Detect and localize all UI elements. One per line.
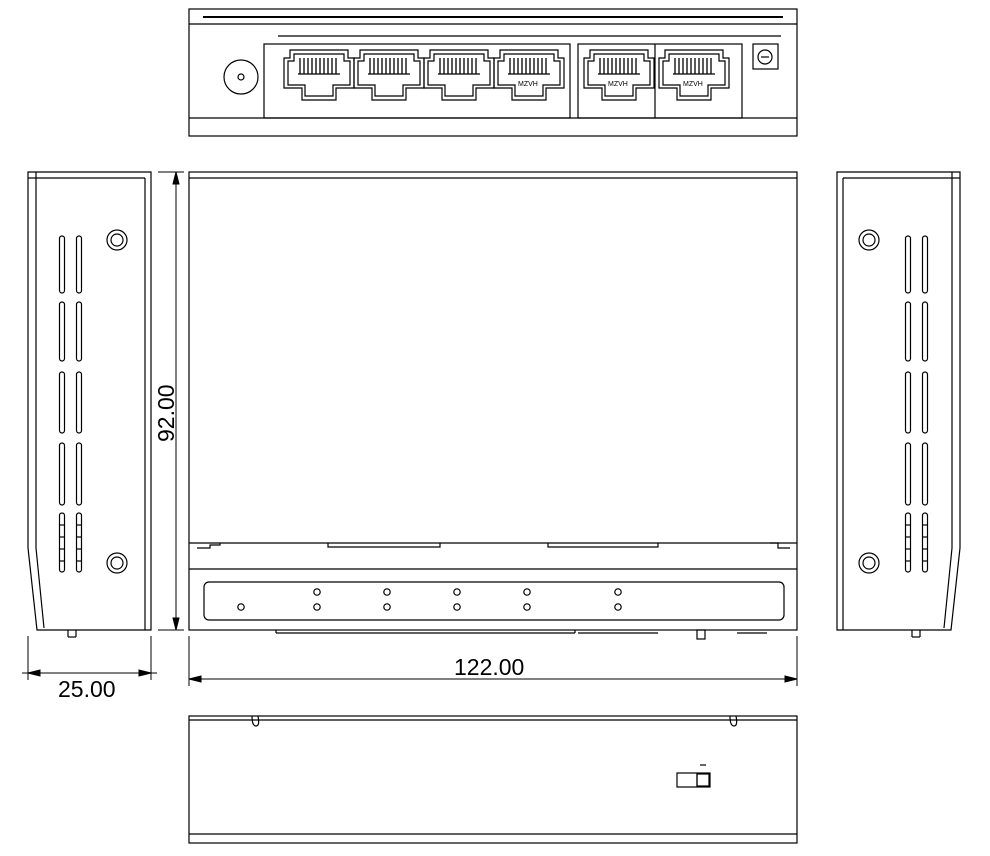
mdix-label: MZVH <box>608 81 628 88</box>
right-side-view <box>836 171 961 638</box>
link-led-icon <box>383 588 391 596</box>
vent-slot <box>58 235 66 294</box>
rear-panel-outline <box>188 8 798 137</box>
mdix-label: MZVH <box>518 81 538 88</box>
power-switch-icon <box>676 772 711 788</box>
right-screw-bottom-icon <box>858 552 880 574</box>
left-vent-slots <box>58 235 83 573</box>
link-led-icon <box>453 588 461 596</box>
vent-slot <box>921 512 929 573</box>
height-dimension-label: 25.00 <box>58 676 116 702</box>
top-cover-outline <box>188 171 798 631</box>
vent-slot <box>921 371 929 434</box>
right-vent-slots <box>904 235 929 573</box>
activity-led-icon <box>313 603 321 611</box>
vent-slot <box>75 371 83 434</box>
vent-slot <box>58 371 66 434</box>
vent-slot <box>75 512 83 573</box>
vent-slot <box>921 442 929 506</box>
vent-slot <box>904 442 912 506</box>
link-led-icon <box>614 588 622 596</box>
bottom-view <box>188 715 798 844</box>
port-group-b-frame <box>577 43 743 119</box>
vent-slot <box>75 235 83 294</box>
power-led-icon <box>237 603 245 611</box>
link-led-icon <box>313 588 321 596</box>
bottom-view-outline <box>188 715 798 844</box>
power-jack-icon <box>223 59 259 95</box>
dimension-lines <box>22 171 798 686</box>
activity-led-icon <box>523 603 531 611</box>
rj45-port-b-1: MZVH <box>583 49 655 101</box>
rj45-port-a-4: MZVH <box>493 49 565 101</box>
vent-slot <box>904 512 912 573</box>
vent-slot <box>58 512 66 573</box>
vent-slot <box>58 442 66 506</box>
rj45-port-a-1 <box>283 49 355 101</box>
left-screw-top-icon <box>106 229 128 251</box>
activity-led-icon <box>453 603 461 611</box>
front-latch-icon <box>696 629 706 640</box>
link-led-icon <box>523 588 531 596</box>
rj45-port-b-2: MZVH <box>658 49 730 101</box>
main-top-view <box>188 171 798 640</box>
vent-slot <box>921 235 929 294</box>
right-screw-top-icon <box>858 229 880 251</box>
vent-slot <box>75 301 83 362</box>
left-screw-bottom-icon <box>106 552 128 574</box>
rj45-port-a-2 <box>353 49 425 101</box>
width-dimension-label: 122.00 <box>454 654 524 680</box>
left-side-view <box>27 171 152 638</box>
activity-led-icon <box>614 603 622 611</box>
rj45-port-a-3 <box>423 49 495 101</box>
rear-panel-view: MZVH MZVH MZVH <box>188 8 798 137</box>
depth-dimension-label: 92.00 <box>153 384 179 442</box>
vent-slot <box>921 301 929 362</box>
vent-slot <box>904 301 912 362</box>
activity-led-icon <box>383 603 391 611</box>
vent-slot <box>904 371 912 434</box>
port-led-pairs <box>313 588 622 611</box>
front-led-bezel <box>203 581 785 621</box>
reset-switch-icon <box>752 43 779 70</box>
vent-slot <box>904 235 912 294</box>
vent-slot <box>75 442 83 506</box>
mdix-label: MZVH <box>683 81 703 88</box>
vent-slot <box>58 301 66 362</box>
